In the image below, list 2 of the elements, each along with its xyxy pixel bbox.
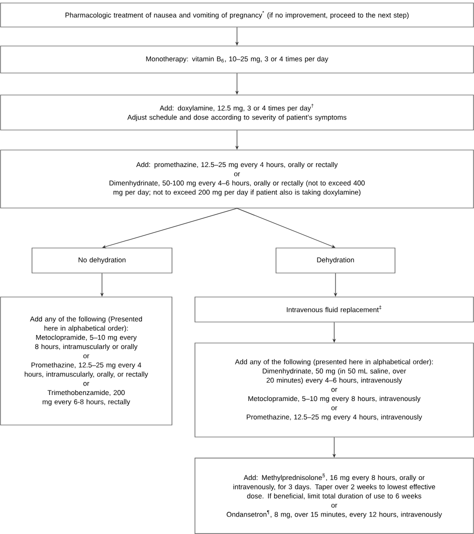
arrow [236,208,336,248]
arrow [102,208,238,248]
